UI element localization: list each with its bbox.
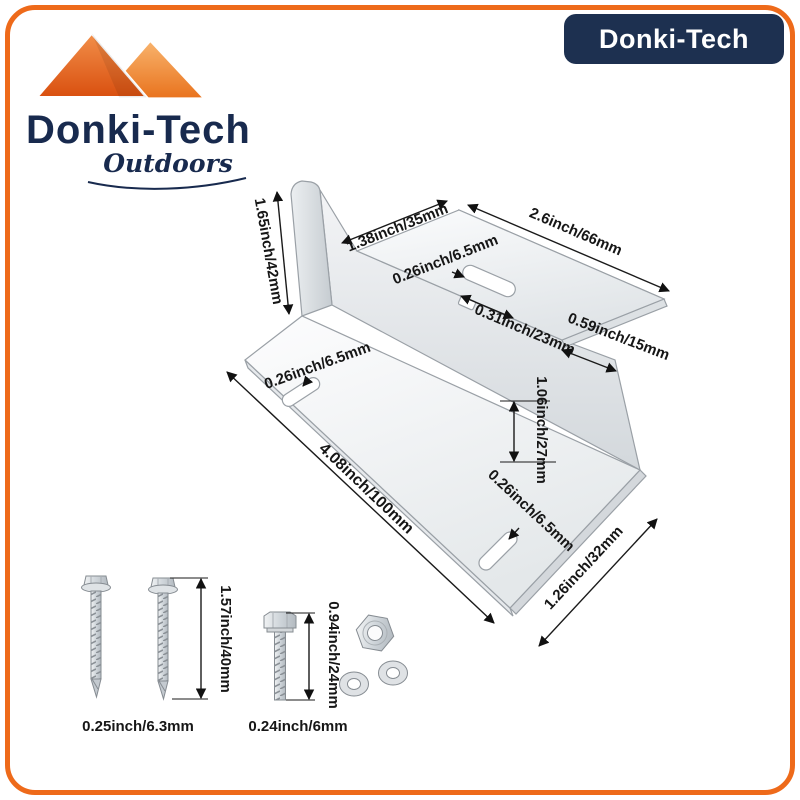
dim-label-bolt-diameter: 0.24inch/6mm: [248, 718, 347, 735]
nut-illustration: [355, 614, 395, 652]
dim-line-web-height: [272, 190, 294, 316]
screw-illustration-1: [81, 575, 111, 698]
logo-title: Donki-Tech: [26, 108, 251, 152]
dim-label-bolt-length: 0.94inch/24mm: [325, 601, 342, 709]
dim-line-flange-slot-length: [460, 294, 514, 320]
dim-line-flange-edge: [561, 348, 617, 373]
dim-leader-flange-slot: [451, 268, 465, 279]
bolt-illustration: [263, 611, 297, 701]
brand-badge: Donki-Tech: [564, 14, 784, 64]
washer-illustration-1: [339, 671, 369, 697]
dim-line-flange-length: [467, 203, 670, 293]
dim-line-base-width: [538, 518, 658, 647]
dim-label-screw-length: 1.57inch/40mm: [217, 585, 234, 693]
web-left-edge: [290, 180, 333, 317]
brand-logo: Donki-Tech Outdoors: [26, 24, 266, 197]
washer-illustration-2: [378, 660, 408, 686]
hardware-bolt-set: 0.94inch/24mm 0.24inch/6mm: [248, 601, 408, 735]
logo-subtitle: Outdoors: [103, 149, 233, 178]
brand-badge-label: Donki-Tech: [598, 23, 749, 54]
mountain-left: [33, 31, 150, 99]
dim-line-flange-width: [341, 199, 448, 245]
hardware-screws: 1.57inch/40mm 0.25inch/6.3mm: [81, 575, 234, 735]
dim-label-web-clearance: 1.06inch/27mm: [533, 376, 550, 484]
mountains-icon: [33, 31, 202, 99]
dim-label-web-height: 1.65inch/42mm: [251, 197, 286, 306]
dim-line-base-length: [226, 371, 495, 624]
logo-flourish: [87, 177, 247, 190]
dim-leader-base-slot-right: [508, 527, 520, 540]
dim-label-screw-diameter: 0.25inch/6.3mm: [82, 718, 194, 735]
screw-illustration-2: [148, 577, 178, 700]
